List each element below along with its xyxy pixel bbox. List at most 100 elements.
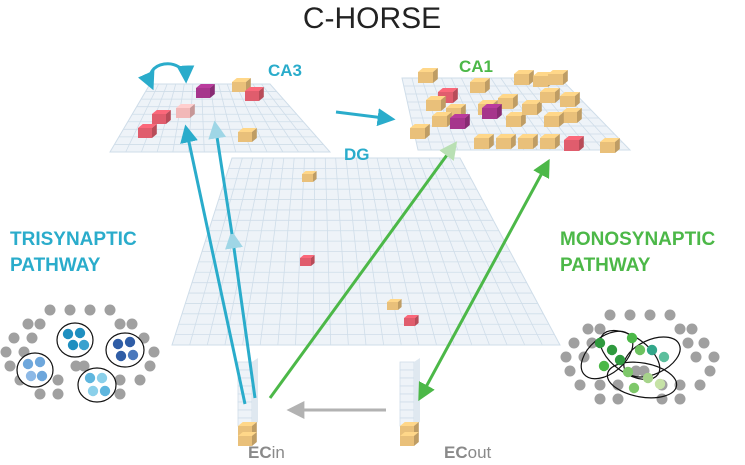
ca1-unit: [474, 134, 494, 149]
ca1-unit-front: [548, 74, 563, 85]
tri-dot: [104, 304, 116, 316]
mono-dot: [674, 379, 686, 391]
ca1-unit-top: [496, 134, 516, 138]
mono-dot: [612, 393, 624, 405]
dg-unit-side: [398, 299, 402, 310]
mono-ensemble-dot: [594, 337, 606, 349]
trisynaptic-dot-cluster: [0, 304, 160, 403]
mono-dot: [624, 309, 636, 321]
ec-out-cell: [399, 409, 415, 419]
ca1-unit-top: [474, 134, 494, 138]
ec-out-label: ECout: [444, 443, 492, 462]
tri-dot: [34, 318, 46, 330]
mono-dot: [686, 323, 698, 335]
tri-dot: [44, 304, 56, 316]
ca1-unit-front: [518, 138, 533, 149]
ca1-unit: [514, 70, 534, 85]
ca1-unit: [498, 94, 518, 109]
ca3-unit-side: [252, 128, 257, 142]
ca3-unit-top: [138, 124, 157, 128]
ca3-unit: [138, 124, 157, 138]
ca1-unit-side: [575, 92, 580, 107]
mono-dot: [698, 337, 710, 349]
ca1-unit-side: [577, 108, 582, 123]
tri-ensemble-dot: [99, 385, 111, 397]
ec-out-unit-front: [400, 436, 414, 446]
ca3-unit-side: [210, 84, 215, 98]
ca1-unit-front: [446, 108, 461, 119]
ca3-gridline: [218, 83, 237, 153]
trisynaptic-label-line2: PATHWAY: [10, 255, 101, 276]
ca1-unit: [450, 114, 470, 129]
ec-in-label-bold: EC: [248, 443, 272, 462]
ca1-unit: [482, 104, 502, 119]
tri-dot: [114, 388, 126, 400]
ca3-unit-front: [152, 114, 166, 124]
mono-dot: [568, 337, 580, 349]
ec-out-cell: [399, 361, 415, 371]
ca1-unit-top: [544, 112, 564, 116]
ca1-unit-front: [533, 76, 548, 87]
dg-unit-top: [404, 315, 419, 318]
dg-unit-front: [300, 258, 311, 266]
mono-dot: [664, 309, 676, 321]
ca3-unit-front: [232, 82, 246, 92]
ca1-unit-side: [563, 70, 568, 85]
ca3-unit: [245, 87, 264, 101]
tri-ensemble-2: [105, 332, 145, 368]
trisynaptic-label-line1: TRISYNAPTIC: [10, 229, 137, 250]
ca1-unit-front: [482, 108, 497, 119]
mono-ensemble-dot: [642, 372, 654, 384]
ca1-unit-side: [497, 104, 502, 119]
ca1-unit: [470, 78, 490, 93]
mono-dot: [594, 323, 606, 335]
ca3-unit-front: [176, 108, 190, 118]
monosynaptic-label-line1: MONOSYNAPTIC: [560, 229, 715, 250]
tri-dot: [70, 360, 82, 372]
ca1-label: CA1: [459, 57, 493, 76]
tri-ensemble-dot: [115, 350, 127, 362]
ca1-unit: [540, 88, 560, 103]
ca3-unit: [238, 128, 257, 142]
mono-ensemble-2: [599, 329, 661, 381]
mono-dot: [578, 351, 590, 363]
dg-unit-top: [302, 171, 317, 174]
ca3-unit-side: [152, 124, 157, 138]
ca1-unit-front: [432, 116, 447, 127]
ca3-unit-top: [176, 104, 195, 108]
ec-out-unit-top: [400, 432, 419, 436]
ca1-unit-front: [564, 140, 579, 151]
tri-ensemble-dot: [34, 356, 46, 368]
ec-in-unit-front: [238, 436, 252, 446]
tri-dot: [148, 346, 160, 358]
dg-unit-side: [311, 255, 315, 266]
tri-dot: [0, 346, 12, 358]
ca1-unit-top: [533, 72, 553, 76]
ec-out-cell: [399, 385, 415, 395]
ca1-unit-front: [522, 104, 537, 115]
ca1-unit-side: [513, 94, 518, 109]
ca1-unit-front: [514, 74, 529, 85]
ca1-unit-front: [410, 128, 425, 139]
ca1-unit-side: [453, 88, 458, 103]
mono-dot: [704, 365, 716, 377]
dg-unit-side: [415, 315, 419, 326]
ca1-unit: [432, 112, 452, 127]
tri-ensemble-4: [77, 367, 117, 403]
ca3-label: CA3: [268, 61, 302, 80]
dg-unit-top: [387, 299, 402, 302]
ca1-unit: [426, 96, 446, 111]
ca1-unit-side: [555, 88, 560, 103]
tri-dot: [26, 332, 38, 344]
tri-ensemble-dot: [67, 339, 79, 351]
tri-ensemble-dot: [62, 328, 74, 340]
tri-dot: [34, 388, 46, 400]
tri-ensemble-1: [56, 322, 94, 358]
mono-ensemble-dot: [628, 382, 640, 394]
ec-in-cell: [237, 409, 253, 419]
tri-ensemble-dot: [124, 336, 136, 348]
ca1-unit-top: [540, 88, 560, 92]
ca1-unit-top: [560, 92, 580, 96]
mono-ensemble-dot: [598, 360, 610, 372]
